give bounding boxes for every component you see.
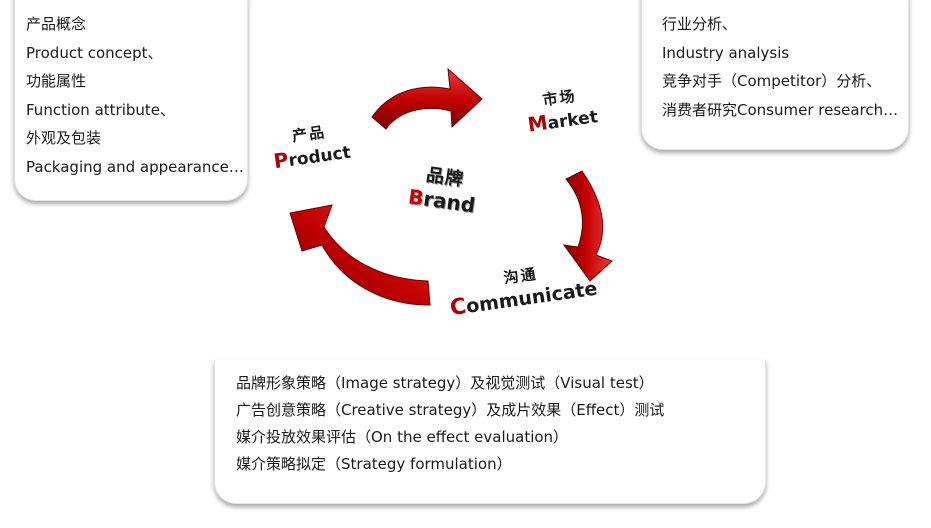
market-detail-line: Industry analysis: [662, 43, 790, 62]
arrow-product-to-market: [371, 67, 483, 130]
product-detail-line: 功能属性: [26, 72, 87, 90]
market-detail-line: 消费者研究Consumer research…: [662, 100, 899, 119]
product-detail-line: 产品概念: [26, 15, 87, 33]
brand-cycle-diagram: 产品 Product 市场 Market 沟通 Communicate 品牌 B…: [260, 55, 640, 345]
product-detail-line: Packaging and appearance…: [26, 157, 244, 176]
product-detail-line: 外观及包装: [26, 129, 102, 147]
product-detail-line: Function attribute、: [26, 100, 175, 119]
communicate-detail-line: 媒介策略拟定（Strategy formulation）: [236, 455, 512, 473]
market-details-card: 行业分析、 Industry analysis 竞争对手（Competitor）…: [641, 0, 909, 150]
cycle-arrows: [289, 67, 613, 306]
communicate-detail-line: 广告创意策略（Creative strategy）及成片效果（Effect）测试: [236, 401, 665, 419]
communicate-detail-line: 媒介投放效果评估（On the effect evaluation）: [236, 428, 569, 446]
market-detail-line: 行业分析、: [662, 15, 738, 33]
communicate-detail-line: 品牌形象策略（Image strategy）及视觉测试（Visual test）: [236, 374, 654, 392]
product-detail-line: Product concept、: [26, 43, 163, 62]
market-detail-line: 竞争对手（Competitor）分析、: [662, 72, 882, 90]
node-brand-center: 品牌 Brand: [407, 159, 480, 218]
arrow-communicate-to-product: [289, 204, 431, 306]
product-details-card: 产品概念 Product concept、 功能属性 Function attr…: [14, 0, 248, 201]
communicate-details-card: 品牌形象策略（Image strategy）及视觉测试（Visual test）…: [214, 360, 766, 504]
arrow-market-to-communicate: [562, 170, 613, 282]
